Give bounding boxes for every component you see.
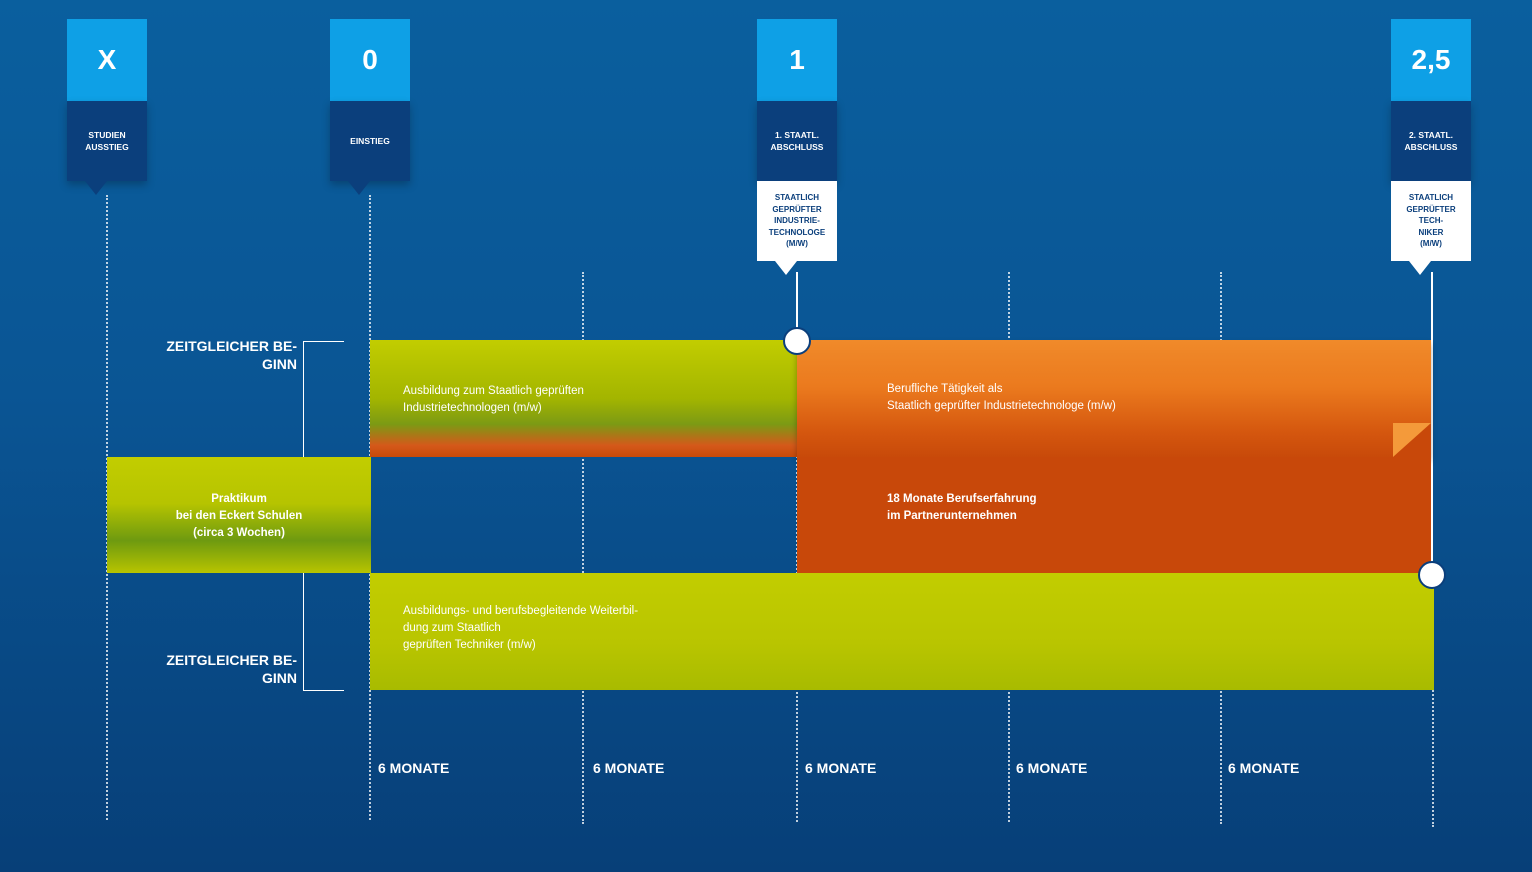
period-label: 6 MONATE bbox=[1228, 760, 1300, 776]
grid-line-2-5 bbox=[1432, 575, 1434, 827]
milestone-flag-2-5: 2,5 2. STAATL. ABSCHLUSS STAATLICH GEPRÜ… bbox=[1391, 19, 1471, 261]
bracket-bottom-label: ZEITGLEICHER BE- GINN bbox=[166, 652, 297, 686]
bracket-top bbox=[303, 341, 344, 459]
milestone-number: X bbox=[67, 19, 147, 101]
milestone-label: 1. STAATL. ABSCHLUSS bbox=[757, 101, 837, 181]
milestone-number: 0 bbox=[330, 19, 410, 101]
bar-berufserfahrung-text: 18 Monate Berufserfahrung im Partnerunte… bbox=[887, 493, 1037, 522]
period-label: 6 MONATE bbox=[378, 760, 450, 776]
milestone-label: STUDIEN AUSSTIEG bbox=[67, 101, 147, 181]
bar-berufserfahrung bbox=[797, 457, 1431, 573]
bracket-top-label: ZEITGLEICHER BE- GINN bbox=[166, 338, 297, 372]
milestone-label: EINSTIEG bbox=[330, 101, 410, 181]
milestone-number: 1 bbox=[757, 19, 837, 101]
milestone-flag-x: X STUDIEN AUSSTIEG bbox=[67, 19, 147, 181]
card-pointer bbox=[1409, 261, 1431, 275]
milestone-label: 2. STAATL. ABSCHLUSS bbox=[1391, 101, 1471, 181]
milestone-1-connector bbox=[796, 272, 798, 328]
period-label: 6 MONATE bbox=[1016, 760, 1088, 776]
bar-praktikum bbox=[107, 457, 371, 573]
bar-ausbildung bbox=[370, 340, 797, 457]
bar-ausbildung-text: Ausbildung zum Staatlich geprüften Indus… bbox=[403, 385, 584, 414]
page-curl bbox=[1393, 423, 1431, 457]
flag-pointer bbox=[348, 181, 370, 195]
milestone-flag-0: 0 EINSTIEG bbox=[330, 19, 410, 181]
milestone-2-5-connector bbox=[1431, 272, 1433, 564]
qualification-card: STAATLICH GEPRÜFTER INDUSTRIE- TECHNOLOG… bbox=[757, 181, 837, 261]
grid-line-6m bbox=[582, 272, 584, 824]
milestone-1-marker bbox=[783, 327, 811, 355]
bar-praktikum-text: Praktikum bei den Eckert Schulen (circa … bbox=[175, 493, 303, 539]
milestone-2-5-marker bbox=[1418, 561, 1446, 589]
milestone-flag-1: 1 1. STAATL. ABSCHLUSS STAATLICH GEPRÜFT… bbox=[757, 19, 837, 261]
bar-weiterbildung bbox=[370, 573, 1434, 690]
bar-berufliche-taetigkeit-text: Berufliche Tätigkeit als Staatlich geprü… bbox=[887, 383, 1116, 412]
milestone-number: 2,5 bbox=[1391, 19, 1471, 101]
bar-weiterbildung-text: Ausbildungs- und berufsbegleitende Weite… bbox=[403, 605, 639, 651]
period-label: 6 MONATE bbox=[805, 760, 877, 776]
flag-pointer bbox=[85, 181, 107, 195]
bracket-bottom bbox=[303, 572, 344, 691]
qualification-card: STAATLICH GEPRÜFTER TECH- NIKER (M/W) bbox=[1391, 181, 1471, 261]
period-label: 6 MONATE bbox=[593, 760, 665, 776]
bar-berufliche-taetigkeit bbox=[797, 340, 1431, 457]
card-pointer bbox=[775, 261, 797, 275]
